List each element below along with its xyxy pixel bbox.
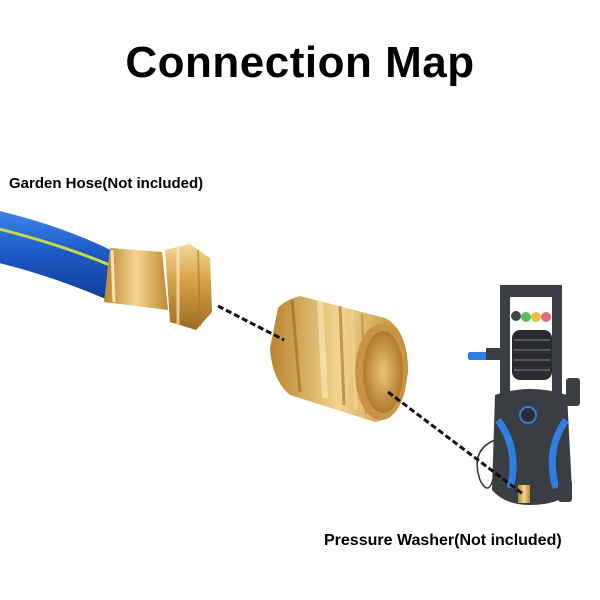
garden-hose-image — [0, 211, 212, 330]
diagram-title: Connection Map — [125, 38, 475, 87]
connection-lines — [217, 304, 524, 496]
pressure-washer-label: Pressure Washer(Not included) — [324, 532, 562, 549]
pressure-washer-image — [468, 285, 580, 505]
garden-hose-label: Garden Hose(Not included) — [9, 175, 204, 192]
brass-adapter-image — [270, 296, 408, 422]
